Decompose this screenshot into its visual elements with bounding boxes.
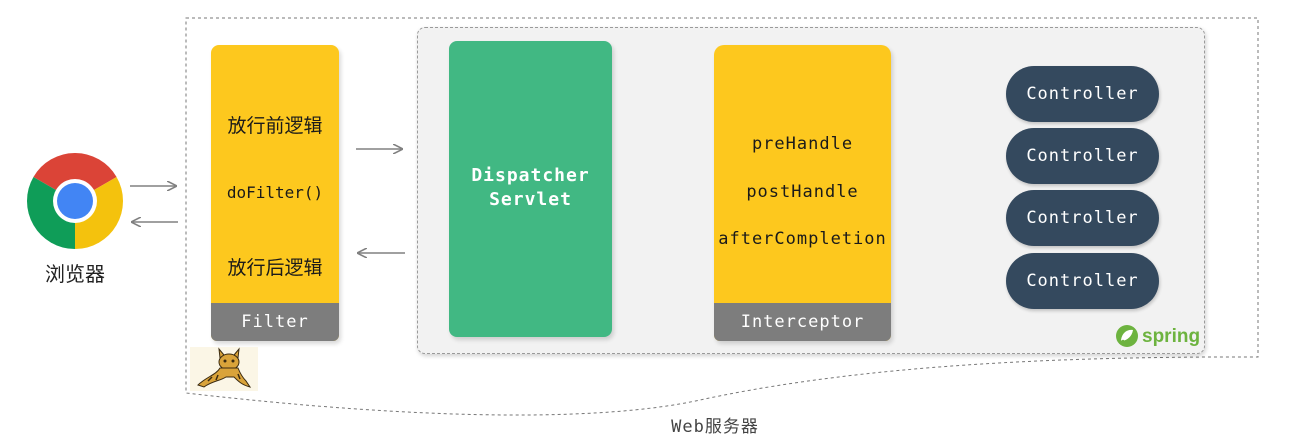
filter-before-logic: 放行前逻辑 <box>227 115 323 137</box>
browser-label: 浏览器 <box>45 262 105 286</box>
dispatcher-label-line1: Dispatcher <box>471 165 590 186</box>
chrome-icon <box>26 152 124 249</box>
filter-footer-label: Filter <box>211 303 339 341</box>
filter-after-logic: 放行后逻辑 <box>227 257 323 279</box>
controller-2: Controller <box>1006 128 1159 184</box>
spring-logo: spring <box>1114 323 1204 349</box>
web-server-boundary <box>185 17 1259 416</box>
browser-logo <box>26 152 124 249</box>
filter-dofilter-method: doFilter() <box>226 183 324 202</box>
interceptor-prehandle: preHandle <box>751 134 854 154</box>
interceptor-aftercompletion: afterCompletion <box>718 229 887 249</box>
interceptor-box: preHandle postHandle afterCompletion Int… <box>714 45 891 341</box>
controller-4: Controller <box>1006 253 1159 309</box>
tomcat-logo <box>190 347 258 391</box>
interceptor-posthandle: postHandle <box>746 182 859 202</box>
controller-3: Controller <box>1006 190 1159 246</box>
spring-leaf-icon: spring <box>1116 325 1200 347</box>
interceptor-footer-label: Interceptor <box>714 303 891 341</box>
controller-1: Controller <box>1006 66 1159 122</box>
dispatcher-label-line2: Servlet <box>489 189 572 210</box>
dispatcher-servlet-box: Dispatcher Servlet <box>449 41 612 337</box>
spring-logo-text: spring <box>1142 326 1200 347</box>
web-server-label: Web服务器 <box>671 417 759 437</box>
tomcat-icon <box>190 347 258 391</box>
filter-box: 放行前逻辑 doFilter() 放行后逻辑 Filter <box>211 45 339 341</box>
